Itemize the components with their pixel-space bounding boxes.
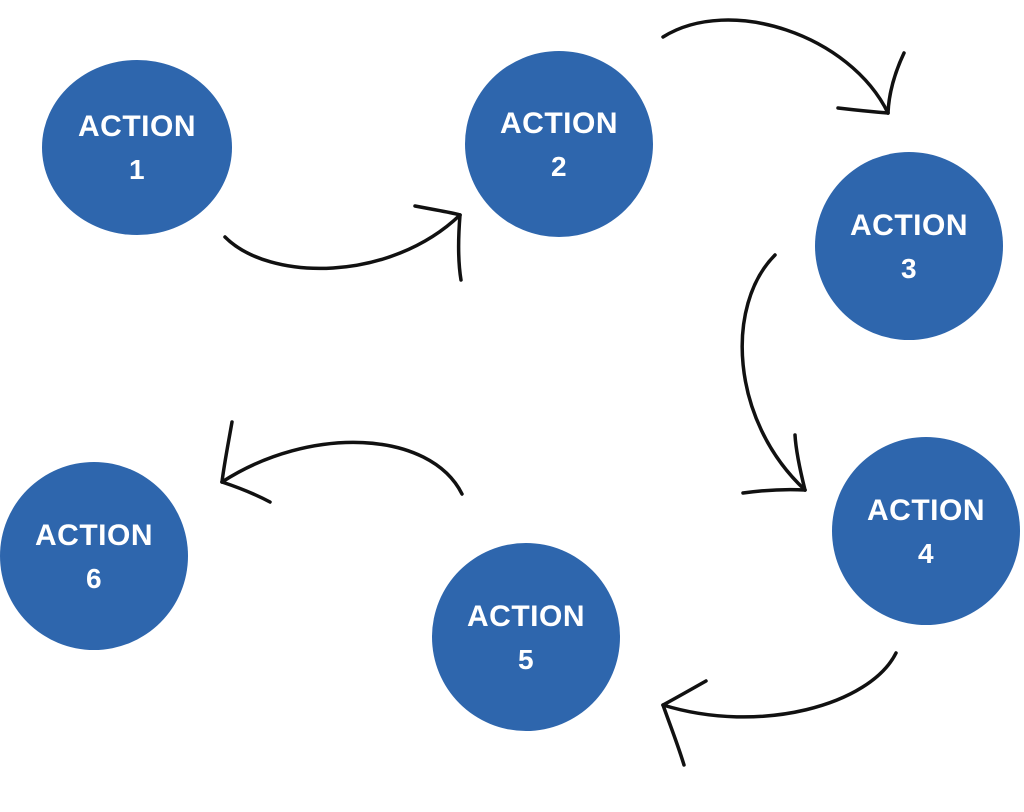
- action-node-3-label: ACTION: [850, 208, 968, 242]
- action-node-4: ACTION 4: [832, 437, 1020, 625]
- action-node-5-label: ACTION: [467, 599, 585, 633]
- action-node-1-number: 1: [128, 154, 146, 185]
- action-node-2: ACTION 2: [465, 51, 653, 237]
- action-node-1-label: ACTION: [78, 110, 196, 143]
- action-node-4-number: 4: [917, 537, 935, 569]
- action-node-6: ACTION 6: [0, 462, 188, 650]
- action-node-1: ACTION 1: [42, 60, 232, 235]
- arrow-5-to-6: [220, 420, 464, 504]
- arrow-4-to-5: [661, 651, 898, 767]
- arrow-1-to-2: [223, 204, 463, 282]
- action-node-5: ACTION 5: [432, 543, 620, 731]
- action-node-3-number: 3: [900, 252, 918, 284]
- action-node-2-number: 2: [550, 150, 568, 182]
- arrow-3-to-4: [740, 253, 807, 495]
- action-node-3: ACTION 3: [815, 152, 1003, 340]
- action-node-5-number: 5: [517, 643, 535, 675]
- action-node-6-label: ACTION: [35, 518, 153, 552]
- action-node-4-label: ACTION: [867, 493, 985, 527]
- action-node-6-number: 6: [85, 562, 103, 594]
- action-node-2-label: ACTION: [500, 106, 618, 140]
- arrow-2-to-3: [661, 18, 906, 115]
